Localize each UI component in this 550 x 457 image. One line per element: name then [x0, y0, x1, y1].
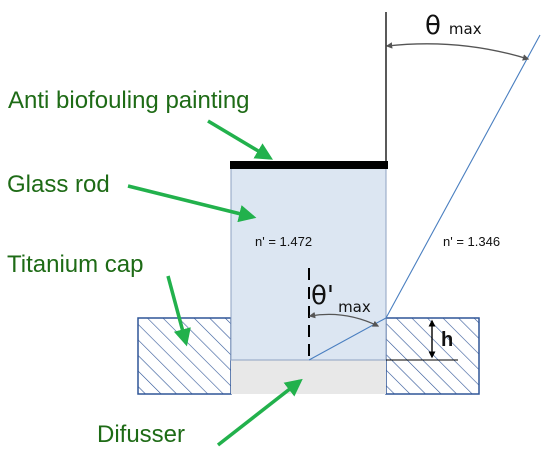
arrow-anti-biofouling: [207, 119, 274, 160]
label-glass-rod: Glass rod: [7, 171, 110, 198]
theta-prime-max-arc: [308, 311, 380, 327]
label-titanium-cap: Titanium cap: [7, 251, 144, 278]
diffuser: [231, 360, 386, 394]
label-difusser: Difusser: [97, 421, 185, 448]
titanium-cap-left: [137, 317, 232, 395]
label-h: h: [441, 329, 453, 351]
theta-max-arc: [385, 42, 530, 61]
anti-biofouling-layer: [230, 161, 388, 169]
label-theta-prime-max: θ'max: [311, 281, 371, 316]
theta-max-sub: max: [449, 20, 482, 38]
label-n-outside: n' = 1.346: [443, 234, 500, 249]
arrow-glass-rod: [127, 184, 257, 223]
label-n-rod: n' = 1.472: [255, 234, 312, 249]
theta-prime-sub: max: [338, 298, 371, 316]
arrow-titanium-cap: [166, 275, 191, 347]
light-ray: [308, 34, 541, 361]
theta-prime-symbol: θ': [311, 281, 334, 311]
theta-max-symbol: θ: [425, 11, 441, 41]
label-anti-biofouling: Anti biofouling painting: [8, 87, 250, 114]
arrow-difusser: [216, 378, 303, 447]
